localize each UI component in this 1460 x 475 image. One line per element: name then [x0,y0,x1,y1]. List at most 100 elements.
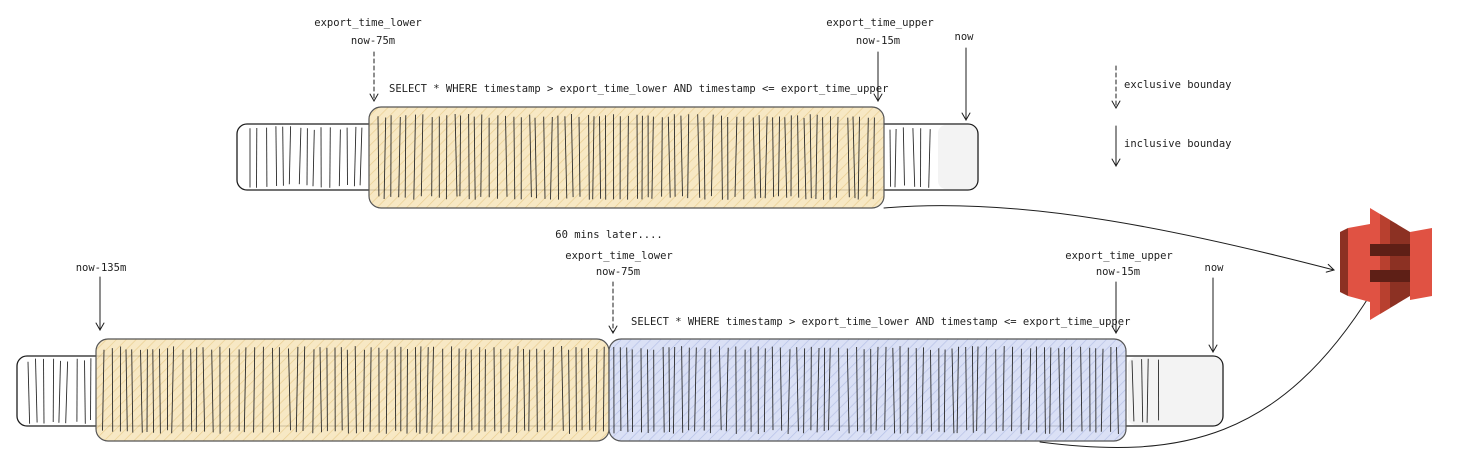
timeline-tick [1044,347,1046,434]
timeline-tick [536,348,538,433]
top-upper-value: now-15m [856,35,900,47]
timeline-tick [578,116,581,197]
bottom-window-ticks [102,345,1119,435]
timeline-tick [415,347,417,433]
timeline-tick [262,346,264,433]
timeline-tick [319,347,322,433]
timeline-tick [627,115,629,200]
timeline-tick [822,117,825,200]
timeline-tick [513,116,516,200]
timeline-tick [697,114,701,198]
timeline-tick [1011,346,1014,432]
timeline-tick [595,348,598,432]
timeline-tick [995,349,997,432]
top-future-segment [938,125,977,189]
timeline-tick [404,115,407,198]
timeline-tick [398,116,401,198]
timeline-tick [354,346,357,434]
timeline-tick [363,349,365,432]
timeline-tick [419,346,422,434]
timeline-tick [312,349,315,434]
top-timeline [236,106,979,209]
timeline-tick [359,127,363,186]
bottom-upper-value: now-15m [1096,266,1140,278]
timeline-tick [470,349,473,431]
timeline-tick [564,116,568,199]
timeline-tick [426,347,429,433]
timeline-tick [668,347,670,433]
bottom-upper-name: export_time_upper [1065,250,1172,262]
timeline-tick [984,346,987,434]
timeline-tick [846,348,850,434]
timeline-tick [661,117,663,197]
timeline-tick [1058,348,1061,431]
timeline-tick [828,347,831,431]
top-ticks [249,126,931,188]
timeline-tick [752,117,756,199]
timeline-tick [771,346,774,431]
timeline-tick [125,349,128,432]
top-query: SELECT * WHERE timestamp > export_time_l… [389,83,888,95]
timeline-tick [703,117,706,200]
timeline-tick [735,346,737,434]
timeline-tick [534,117,537,199]
timeline-tick [454,113,458,197]
timeline-tick [140,349,143,433]
timeline-tick [976,346,979,432]
timeline-tick [282,126,284,186]
timeline-tick [493,347,496,432]
timeline-tick [599,116,602,199]
timeline-tick [602,346,605,432]
timeline-tick [275,126,278,187]
timeline-tick [672,346,676,434]
timeline-tick [809,114,812,199]
timeline-tick [568,349,570,434]
timeline-tick [852,116,856,199]
timeline-tick [815,114,818,200]
timeline-tick [312,129,315,187]
timeline-tick [587,347,591,431]
bottom-now-label: now [1205,262,1225,274]
timeline-tick [784,117,788,198]
timeline-tick [797,115,800,198]
timeline-tick [721,115,723,200]
timeline-tick [326,347,328,432]
timeline-tick [420,114,424,197]
timeline-tick [915,348,918,434]
timeline-tick [764,116,768,199]
top-lower-value: now-75m [351,35,395,47]
timeline-tick [1062,347,1065,433]
timeline-tick [680,115,683,197]
timeline-tick [459,115,462,197]
timeline-tick [288,348,291,431]
bottom-lower-name: export_time_lower [565,250,672,262]
timeline-tick [872,117,875,200]
timeline-tick [889,129,892,187]
bottom-new-export-window [608,338,1127,442]
timeline-tick [1100,348,1104,432]
timeline-tick [626,347,629,432]
timeline-tick [703,348,706,431]
timeline-tick [803,117,807,200]
timeline-tick [673,114,676,197]
timeline-tick [592,116,595,200]
bottom-future-segment [1128,357,1222,425]
timeline-tick [651,116,654,199]
timeline-tick [734,116,738,197]
timeline-tick [298,127,302,185]
timeline-tick [667,116,671,198]
timeline-tick [288,126,292,185]
timeline-tick [779,347,783,431]
timeline-tick [866,117,869,197]
timeline-tick [84,360,86,424]
timeline-tick [302,346,306,432]
timeline-tick [346,349,349,434]
timeline-tick [496,115,499,199]
s3-bucket-icon [1340,208,1432,320]
timeline-tick [796,347,799,432]
timeline-tick [211,349,214,433]
timeline-tick [1028,348,1032,431]
timeline-tick [902,127,905,186]
timeline-tick [394,346,397,431]
timeline-tick [43,358,45,424]
